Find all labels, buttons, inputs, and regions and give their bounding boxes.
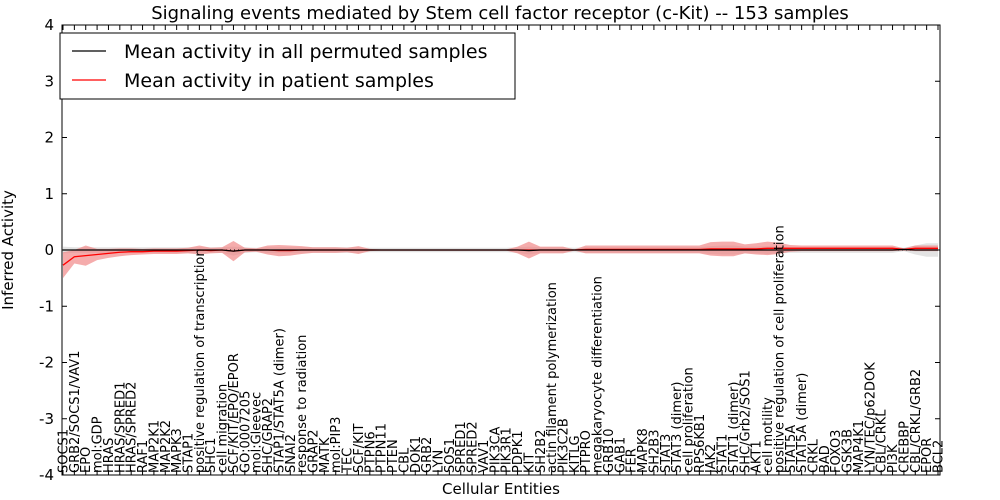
x-tick-label: BCL2 (932, 440, 947, 473)
x-tick-label: cell motility (761, 397, 776, 473)
chart-title: Signaling events mediated by Stem cell f… (151, 3, 849, 24)
x-tick-label: GRB10 (602, 428, 617, 473)
x-tick-label: MAPK3 (170, 428, 185, 473)
x-tick-label: LYN/TEC/p62DOK (863, 362, 878, 473)
y-tick-label: -2 (39, 354, 54, 372)
x-tick-label: AKT1 (750, 440, 765, 473)
y-tick-label: 4 (44, 16, 54, 34)
x-tick-label: SH2B3 (647, 430, 662, 474)
x-tick-label: MAP4K1 (852, 420, 867, 473)
x-tick-label: SPRED2 (466, 421, 481, 473)
x-tick-label: mol:Gleevec (250, 392, 265, 473)
x-tick-label: MATK (318, 437, 333, 473)
x-tick-label: megakaryocyte differentiation (591, 276, 606, 473)
x-tick-label: CRKL (807, 438, 822, 473)
x-tick-label: SCF/KIT (352, 423, 367, 473)
legend-label-permuted: Mean activity in all permuted samples (124, 41, 487, 63)
x-tick-label: SNAI2 (284, 434, 299, 473)
x-tick-label: STAT5A (dimer) (795, 373, 810, 473)
x-tick-label: CREBBP (897, 421, 912, 473)
x-tick-label: PTPRO (579, 430, 594, 473)
y-tick-label: 1 (44, 185, 54, 203)
legend: Mean activity in all permuted samples Me… (59, 32, 516, 100)
y-tick-label: 3 (44, 72, 54, 90)
x-tick-label: RAF1 (136, 440, 151, 473)
x-tick-label: HRAS (102, 438, 117, 473)
x-tick-label: SOCS1 (57, 429, 72, 473)
x-tick-label: PTEN (386, 439, 401, 473)
x-tick-label: PI3K (886, 444, 901, 473)
x-tick-label: mol:GDP (91, 416, 106, 473)
x-tick-label: PTPN11 (375, 423, 390, 473)
x-tick-label: DOK1 (409, 436, 424, 473)
x-tick-label: EPOR (920, 438, 935, 473)
y-tick-label: 0 (44, 241, 54, 259)
x-tick-label: GRAP2 (307, 429, 322, 473)
x-tick-label: STAT1 (716, 434, 731, 473)
y-axis-label: Inferred Activity (0, 190, 17, 310)
x-tick-label: FER (625, 448, 640, 473)
x-tick-label: HRAS/SPRED1 (113, 382, 128, 473)
x-tick-label: SHC/GRAP2 (261, 398, 276, 473)
x-tick-label: PIK3CA (488, 426, 503, 473)
x-tick-label: SPRED1 (454, 421, 469, 473)
y-tick-label: -1 (39, 297, 54, 315)
x-tick-label: VAV1 (477, 440, 492, 473)
x-tick-label: MAP2K1 (147, 420, 162, 473)
plot-area: -4-3-2-101234SOCS1GRB2/SOCS1/VAV1EPOmol:… (39, 16, 946, 484)
x-tick-label: STAT3 (659, 434, 674, 473)
x-tick-label: PDPK1 (511, 431, 526, 474)
legend-label-patient: Mean activity in patient samples (124, 70, 434, 92)
x-tick-label: STAP1/STAT5A (dimer) (272, 328, 287, 473)
x-tick-label: actin filament polymerization (545, 282, 560, 473)
x-tick-label: GRB2 (420, 437, 435, 473)
x-tick-label: KITLG (568, 435, 583, 473)
x-tick-label: STAT3 (dimer) (670, 382, 685, 473)
y-tick-label: 2 (44, 129, 54, 147)
x-tick-label: CBL/CRKL/GRB2 (909, 369, 924, 473)
x-tick-label: EPO (79, 447, 94, 473)
x-tick-label: STAT1 (dimer) (727, 382, 742, 473)
x-tick-label: CBL (397, 447, 412, 473)
y-tick-label: -3 (39, 410, 54, 428)
x-tick-label: positive regulation of cell proliferatio… (772, 225, 787, 473)
x-tick-label: SHC/Grb2/SOS1 (738, 370, 753, 473)
x-tick-label: MAP2K2 (159, 420, 174, 473)
x-tick-label: GAB1 (613, 437, 628, 473)
x-tick-label: FOXO3 (829, 430, 844, 473)
x-tick-label: GSK3B (841, 429, 856, 473)
x-tick-label: CBL/CRKL (875, 409, 890, 473)
x-tick-label: mol:PIP3 (329, 417, 344, 473)
x-tick-label: response to radiation (295, 335, 310, 473)
x-tick-label: JAK2 (704, 444, 719, 474)
x-tick-label: SH2B2 (534, 430, 549, 474)
x-tick-label: HRAS/SPRED2 (125, 382, 140, 473)
x-tick-label: MAPK8 (636, 428, 651, 473)
x-tick-label: TEC (341, 448, 356, 474)
line-permuted (63, 248, 938, 252)
x-tick-label: STAT5A (784, 425, 799, 473)
x-tick-label: SHC1 (204, 438, 219, 473)
x-axis-label: Cellular Entities (442, 480, 560, 498)
x-tick-label: GRB2/SOCS1/VAV1 (68, 351, 83, 473)
x-tick-label: LYN (432, 450, 447, 473)
x-tick-label: SOS1 (443, 438, 458, 473)
x-tick-label: RPS6KB1 (693, 414, 708, 473)
x-tick-label: SCF/KIT/EPO/EPOR (227, 353, 242, 473)
x-tick-label: GO:0007205 (238, 391, 253, 473)
x-tick-label: BAD (818, 445, 833, 473)
x-tick-label: positive regulation of transcription (193, 248, 208, 473)
x-tick-label: cell proliferation (682, 367, 697, 473)
x-tick-label: KIT (522, 453, 537, 473)
x-tick-label: PTPN6 (363, 431, 378, 473)
x-tick-label: STAP1 (182, 433, 197, 473)
x-tick-label: cell migration (216, 384, 231, 473)
x-tick-label: PIK3C2B (557, 418, 572, 473)
x-tick-label: PIK3R1 (500, 427, 515, 473)
y-tick-label: -4 (39, 466, 54, 484)
